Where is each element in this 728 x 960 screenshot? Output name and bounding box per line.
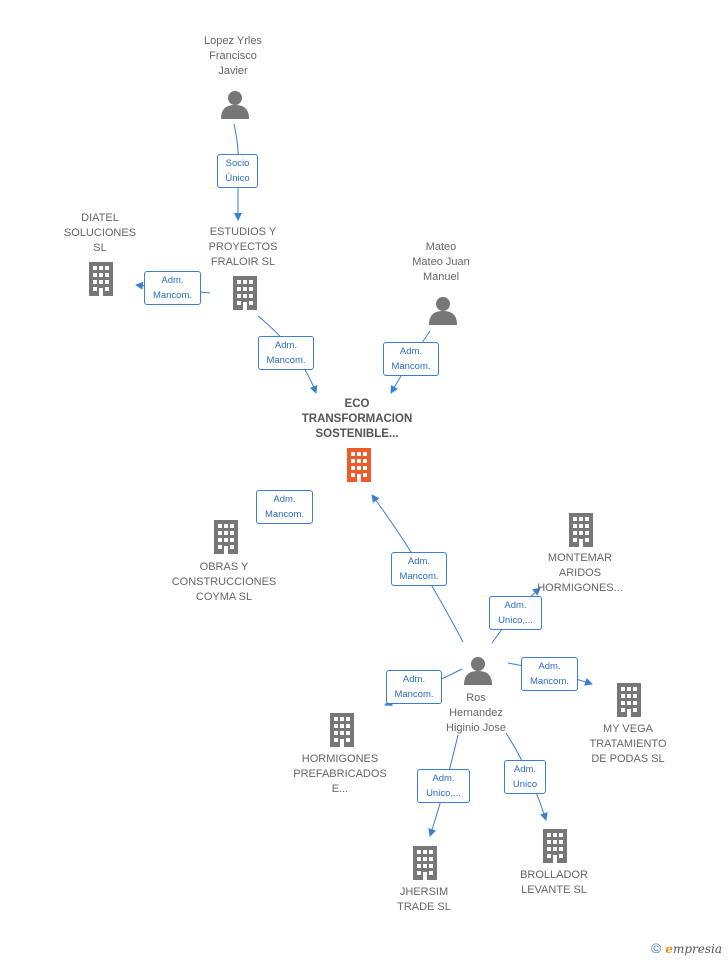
building-icon[interactable] — [214, 520, 238, 554]
brand-watermark: ©empresia — [651, 940, 722, 956]
node-label-diatel[interactable]: DIATEL SOLUCIONES SL — [63, 212, 137, 254]
edge-label-obras-eco[interactable]: Adm. Mancom. — [256, 490, 313, 524]
building-icon[interactable] — [543, 829, 567, 863]
building-icon[interactable] — [569, 513, 593, 547]
person-icon[interactable] — [429, 297, 457, 325]
edge-label-ros-hormigones[interactable]: Adm. Mancom. — [386, 670, 442, 704]
building-icon[interactable] — [233, 276, 257, 310]
node-label-estudios[interactable]: ESTUDIOS Y PROYECTOS FRALOIR SL — [208, 226, 278, 268]
edge-label-ros-montemar[interactable]: Adm. Unico,... — [489, 596, 542, 630]
node-label-montemar[interactable]: MONTEMAR ARIDOS HORMIGONES... — [537, 552, 623, 594]
edge-label-ros-eco[interactable]: Adm. Mancom. — [391, 552, 447, 586]
building-icon[interactable] — [617, 683, 641, 717]
node-label-mateo[interactable]: Mateo Mateo Juan Manuel — [412, 241, 470, 283]
edge-label-ros-myvega[interactable]: Adm. Mancom. — [521, 657, 578, 691]
brand-initial: e — [665, 942, 673, 956]
person-icon[interactable] — [464, 657, 492, 685]
building-focus-icon[interactable] — [347, 448, 371, 482]
node-label-myvega[interactable]: MY VEGA TRATAMIENTO DE PODAS SL — [589, 723, 667, 765]
edge-label-estudios-diatel[interactable]: Adm. Mancom. — [144, 271, 201, 305]
edge-label-estudios-eco[interactable]: Adm. Mancom. — [258, 336, 314, 370]
building-icon[interactable] — [330, 713, 354, 747]
building-icon[interactable] — [413, 846, 437, 880]
building-icon[interactable] — [89, 262, 113, 296]
node-label-jhersim[interactable]: JHERSIM TRADE SL — [397, 886, 451, 913]
copyright-icon: © — [650, 940, 662, 956]
node-label-hormigones[interactable]: HORMIGONES PREFABRICADOS E... — [293, 753, 387, 795]
node-label-ros[interactable]: Ros Hernandez Higinio Jose — [446, 692, 506, 734]
edge-label-mateo-eco[interactable]: Adm. Mancom. — [383, 342, 439, 376]
edge-label-ros-brollador[interactable]: Adm. Unico — [504, 760, 546, 794]
brand-name: mpresia — [672, 942, 722, 956]
node-label-obras[interactable]: OBRAS Y CONSTRUCCIONES COYMA SL — [171, 561, 277, 603]
edge-label-socio-unico[interactable]: Socio Único — [217, 154, 258, 188]
edge-label-ros-jhersim[interactable]: Adm. Unico,... — [417, 769, 470, 803]
node-label-lopez[interactable]: Lopez Yrles Francisco Javier — [204, 35, 262, 77]
person-icon[interactable] — [221, 91, 249, 119]
node-label-eco[interactable]: ECO TRANSFORMACION SOSTENIBLE... — [301, 398, 413, 440]
node-label-brollador[interactable]: BROLLADOR LEVANTE SL — [520, 869, 588, 896]
